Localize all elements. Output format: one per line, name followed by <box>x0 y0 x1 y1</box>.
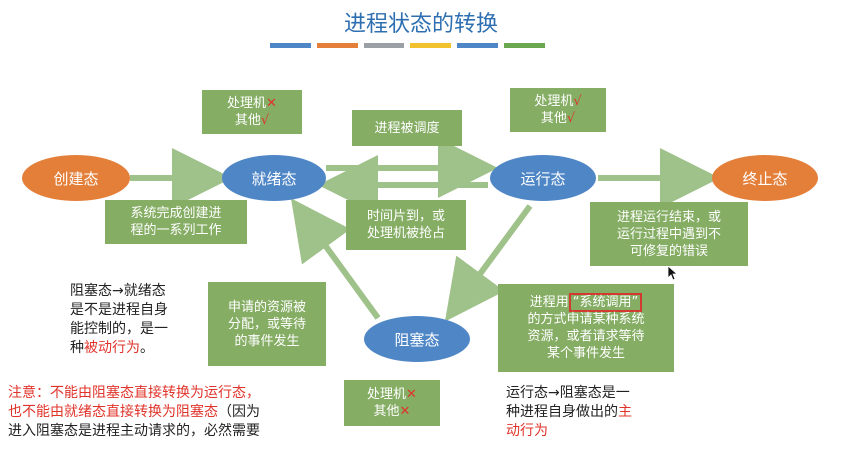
state-ready: 就绪态 <box>222 155 326 201</box>
note-line: 是不是进程自身 <box>70 302 168 318</box>
note-line: 注意：不能由阻塞态直接转换为运行态， <box>8 385 260 401</box>
callout-line: 程的一系列工作 <box>130 223 222 238</box>
callout-line: 分配，或等待 <box>227 316 306 332</box>
note-blocked-to-ready: 阻塞态→就绪态 是不是进程自身 能控制的，是一 种被动行为。 <box>70 282 210 358</box>
check-icon: √ <box>260 113 270 128</box>
arrow-blocked-to-ready <box>290 198 381 320</box>
label-processor: 处理机 <box>534 94 574 109</box>
check-icon: √ <box>566 111 576 126</box>
title-color-bar <box>270 43 545 48</box>
callout-timeslice: 时间片到，或 处理机被抢占 <box>346 200 466 250</box>
note-emphasis: 被动行为 <box>84 340 140 356</box>
note-warning: 注意：不能由阻塞态直接转换为运行态， 也不能由就绪态直接转换为阻塞态（因为 进入… <box>8 384 348 441</box>
note-running-to-blocked: 运行态→阻塞态是一 种进程自身做出的主 动行为 <box>506 384 676 441</box>
note-line: 能控制的，是一 <box>70 321 168 337</box>
callout-line: 申请的资源被 <box>227 299 306 315</box>
cross-icon: ✕ <box>406 387 417 402</box>
callout-line: 系统完成创建进 <box>130 206 222 221</box>
callout-line: 的方式申请某种系统 <box>527 312 645 327</box>
note-line: 阻塞态→就绪态 <box>70 283 166 299</box>
note-emphasis: 主 <box>618 404 632 420</box>
state-running: 运行态 <box>490 155 596 201</box>
note-line: 运行态→阻塞态是一 <box>506 385 630 401</box>
callout-resource: 申请的资源被 分配，或等待 的事件发生 <box>208 282 326 366</box>
callout-text: 进程被调度 <box>374 120 440 136</box>
callout-line: 某个事件发生 <box>546 346 625 361</box>
cross-icon: ✕ <box>399 404 411 419</box>
mouse-cursor-icon <box>668 266 678 280</box>
state-create: 创建态 <box>22 155 130 201</box>
callout-line: 资源，或者请求等待 <box>527 329 645 344</box>
page-title: 进程状态的转换 <box>343 12 498 37</box>
callout-line: 可修复的错误 <box>629 243 708 259</box>
arrow-running-to-blocked <box>444 204 533 322</box>
note-line: 进入阻塞态是进程主动请求的，必然需要 <box>8 423 260 439</box>
callout-line: 时间片到，或 <box>366 209 445 224</box>
label-other: 其他 <box>540 111 567 126</box>
callout-run-end: 进程运行结束，或 运行过程中遇到不 可修复的错误 <box>590 202 748 266</box>
label-other: 其他 <box>373 404 400 419</box>
callout-line: 的事件发生 <box>234 333 300 349</box>
check-icon: √ <box>573 94 582 109</box>
note-emphasis: 也不能由就绪态直接转换为阻塞态 <box>8 404 218 420</box>
callout-line: 进程运行结束，或 <box>616 209 721 225</box>
callout-running-status: 处理机√ 其他√ <box>510 88 606 132</box>
cross-icon: ✕ <box>266 96 277 111</box>
label-processor: 处理机 <box>227 96 267 111</box>
callout-syscall: 进程用“系统调用” 的方式申请某种系统 资源，或者请求等待 某个事件发生 <box>498 284 674 372</box>
callout-line: 处理机被抢占 <box>366 226 445 241</box>
note-text: 种进程自身做出的 <box>506 404 618 420</box>
callout-text: 进程用 <box>529 295 569 310</box>
note-text: （因为 <box>218 404 260 420</box>
label-processor: 处理机 <box>367 387 407 402</box>
note-text: 种 <box>70 340 84 356</box>
callout-create-done: 系统完成创建进 程的一系列工作 <box>105 200 247 244</box>
callout-scheduled: 进程被调度 <box>352 110 462 146</box>
note-text: 。 <box>140 340 154 356</box>
callout-ready-status: 处理机✕ 其他√ <box>202 90 302 134</box>
state-terminated: 终止态 <box>712 155 818 201</box>
syscall-highlight-box: “系统调用” <box>568 293 643 312</box>
callout-line: 运行过程中遇到不 <box>616 226 721 242</box>
note-line: 动行为 <box>506 423 548 439</box>
state-blocked: 阻塞态 <box>364 316 470 362</box>
callout-blocked-status: 处理机✕ 其他✕ <box>344 380 440 426</box>
label-other: 其他 <box>234 113 261 128</box>
